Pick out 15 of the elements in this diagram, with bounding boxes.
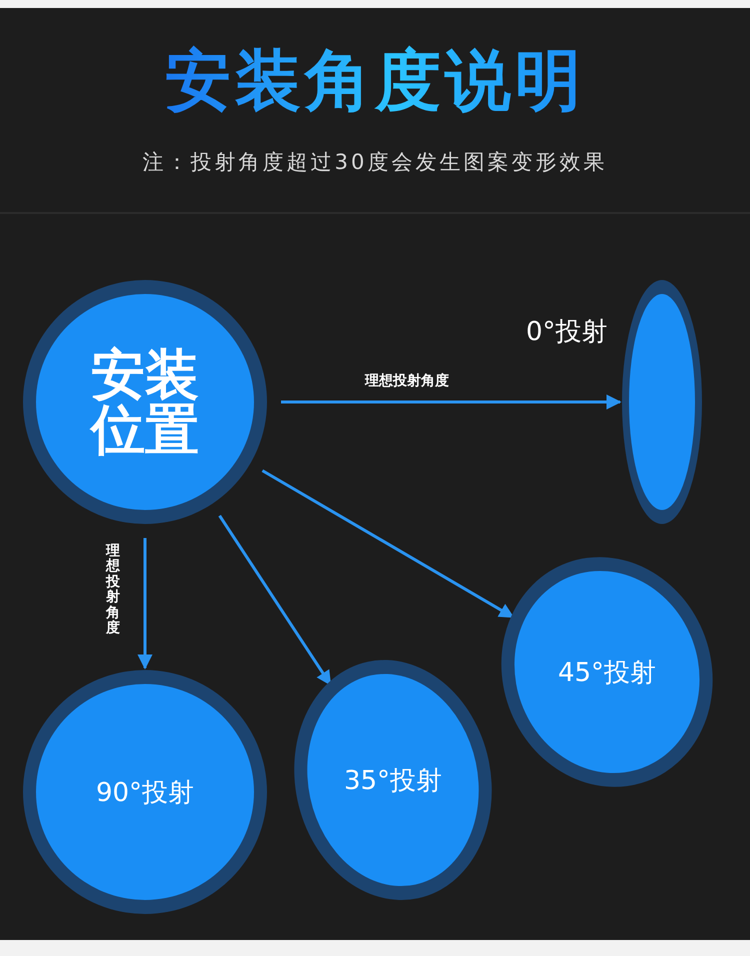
- projection-ellipse: [23, 670, 267, 914]
- arrow: [218, 514, 332, 686]
- arrow: [281, 394, 622, 410]
- arrow: [262, 469, 514, 618]
- edge-label: 理想投射角度: [365, 372, 449, 390]
- angle-label: 45°投射: [558, 656, 656, 690]
- projection-ellipse: [622, 280, 702, 524]
- angle-label: 0°投射: [526, 316, 608, 349]
- angle-label: 90°投射: [96, 776, 194, 810]
- angle-label: 35°投射: [344, 764, 442, 798]
- arrow: [138, 538, 152, 670]
- location-circle: [23, 280, 267, 524]
- edge-label: 理想投射角度: [106, 544, 120, 636]
- location-label: 安装位置: [88, 346, 200, 458]
- caption: 注：投射角度超过30度会发生图案变形效果: [142, 150, 608, 174]
